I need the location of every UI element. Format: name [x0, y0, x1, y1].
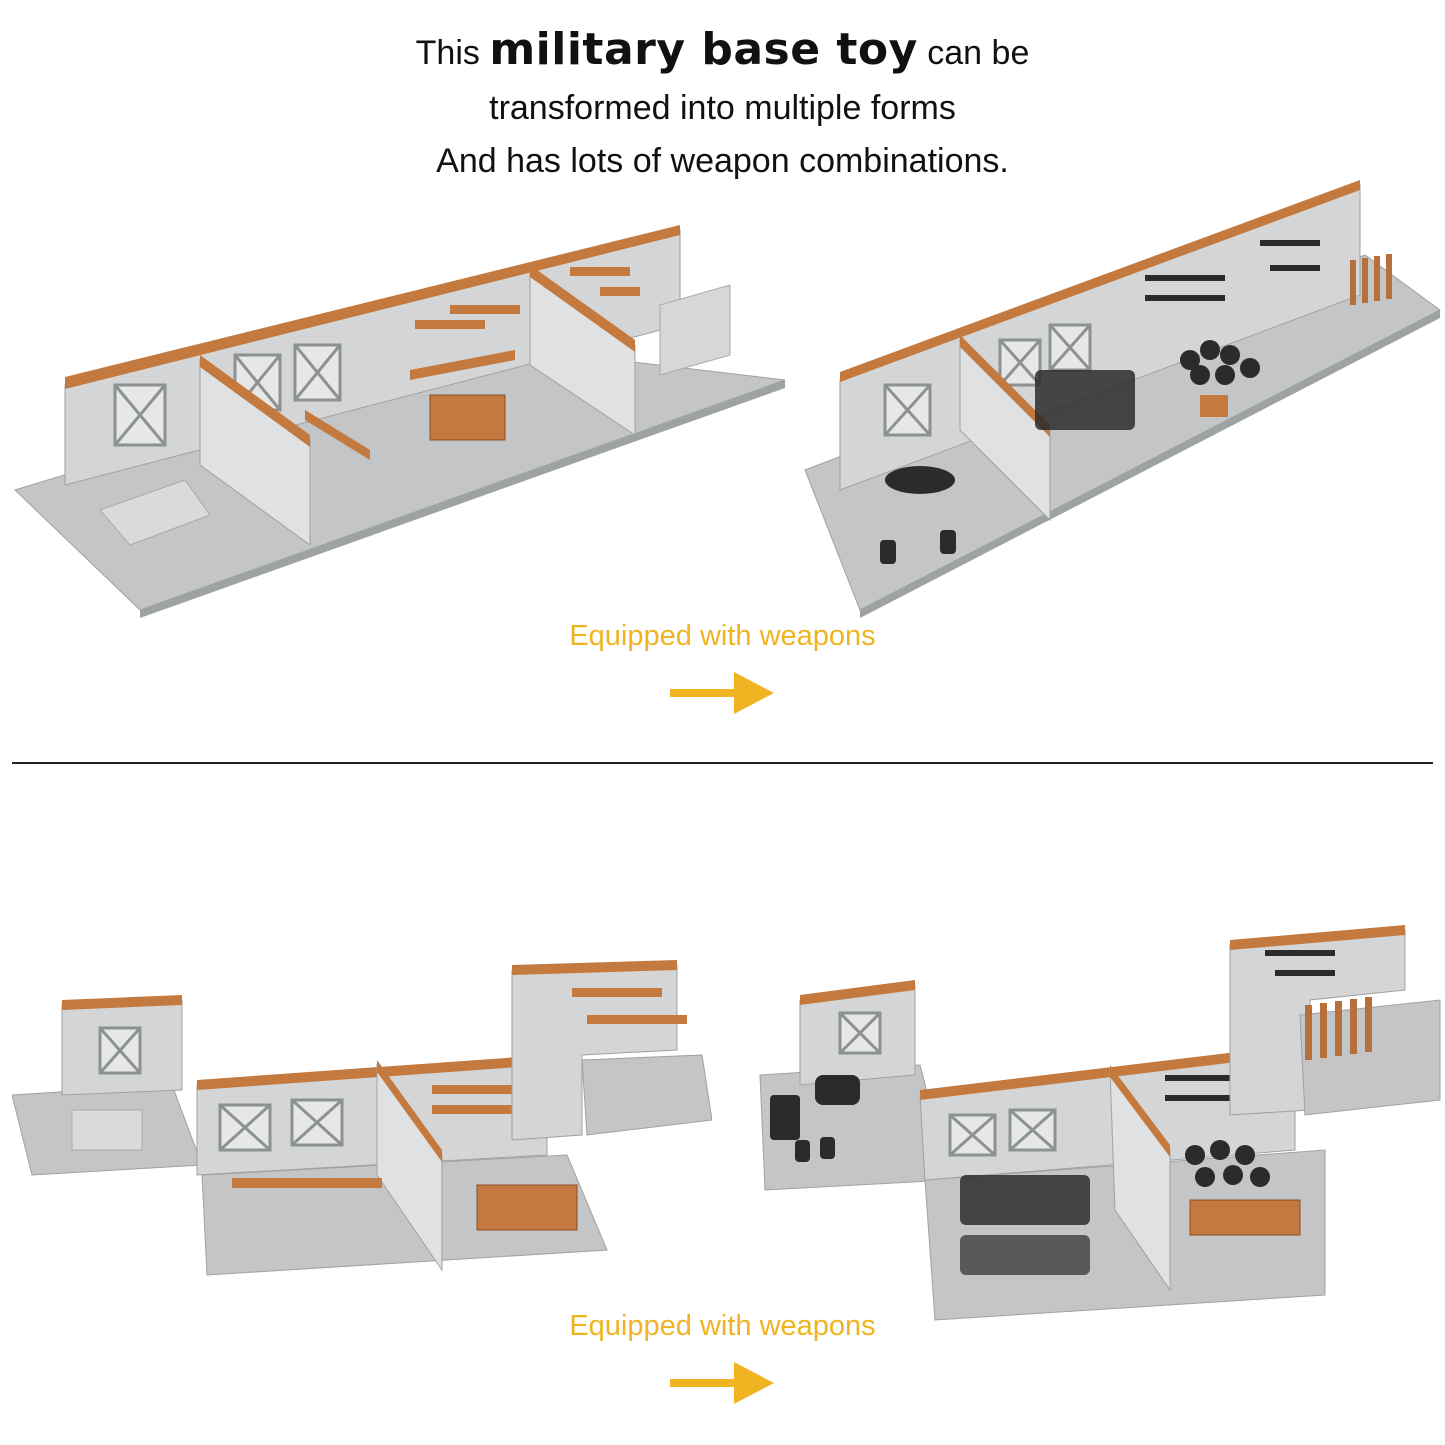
section-divider — [12, 762, 1433, 764]
headline-line-3: And has lots of weapon combinations. — [436, 142, 1009, 180]
empty-base-offset-layout — [12, 960, 712, 1276]
headline-line-2: transformed into multiple forms — [489, 89, 956, 127]
headline-suffix: can be — [917, 34, 1030, 72]
section-1-caption: Equipped with weapons — [569, 620, 876, 652]
right-arrow-icon — [670, 672, 774, 714]
headline-bold-phrase: military base toy — [489, 24, 918, 75]
equipped-base-offset-layout — [759, 925, 1441, 1321]
empty-base-straight-layout — [14, 225, 786, 618]
right-arrow-icon — [670, 1362, 774, 1404]
headline-prefix: This — [415, 34, 490, 72]
section-2-caption: Equipped with weapons — [569, 1310, 876, 1342]
equipped-base-straight-layout — [804, 180, 1441, 618]
headline-line-1: This military base toy can be — [0, 28, 1445, 72]
